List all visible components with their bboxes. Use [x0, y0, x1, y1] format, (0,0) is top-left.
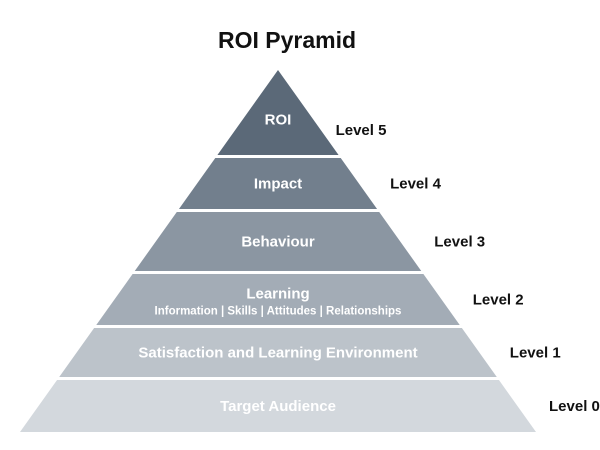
level-label-0: Level 0 — [549, 398, 600, 415]
level-label-5: Level 5 — [336, 122, 387, 139]
level-label-2: Level 2 — [473, 292, 524, 309]
level-labels: Level 5 Level 4 Level 3 Level 2 Level 1 Level… — [336, 122, 600, 415]
level-label-4: Level 4 — [390, 176, 442, 193]
tier-label-target-audience: Target Audience — [220, 398, 336, 415]
diagram-title: ROI Pyramid — [218, 27, 356, 53]
level-label-1: Level 1 — [510, 345, 561, 362]
tier-target-audience — [20, 380, 536, 432]
tier-label-impact: Impact — [254, 176, 302, 193]
tier-sublabel-learning: Information | Skills | Attitudes | Relat… — [155, 306, 402, 318]
tier-label-roi: ROI — [265, 112, 292, 129]
tier-roi — [217, 70, 339, 155]
tier-impact — [178, 158, 378, 209]
tier-label-learning: Learning — [246, 286, 309, 303]
tier-satisfaction-and-learning-environment — [59, 328, 497, 377]
level-label-3: Level 3 — [434, 234, 485, 251]
tier-label-satisfaction-and-learning-environment: Satisfaction and Learning Environment — [138, 345, 417, 362]
tier-label-behaviour: Behaviour — [241, 234, 315, 251]
tier-learning — [96, 274, 460, 325]
tier-behaviour — [134, 212, 422, 271]
